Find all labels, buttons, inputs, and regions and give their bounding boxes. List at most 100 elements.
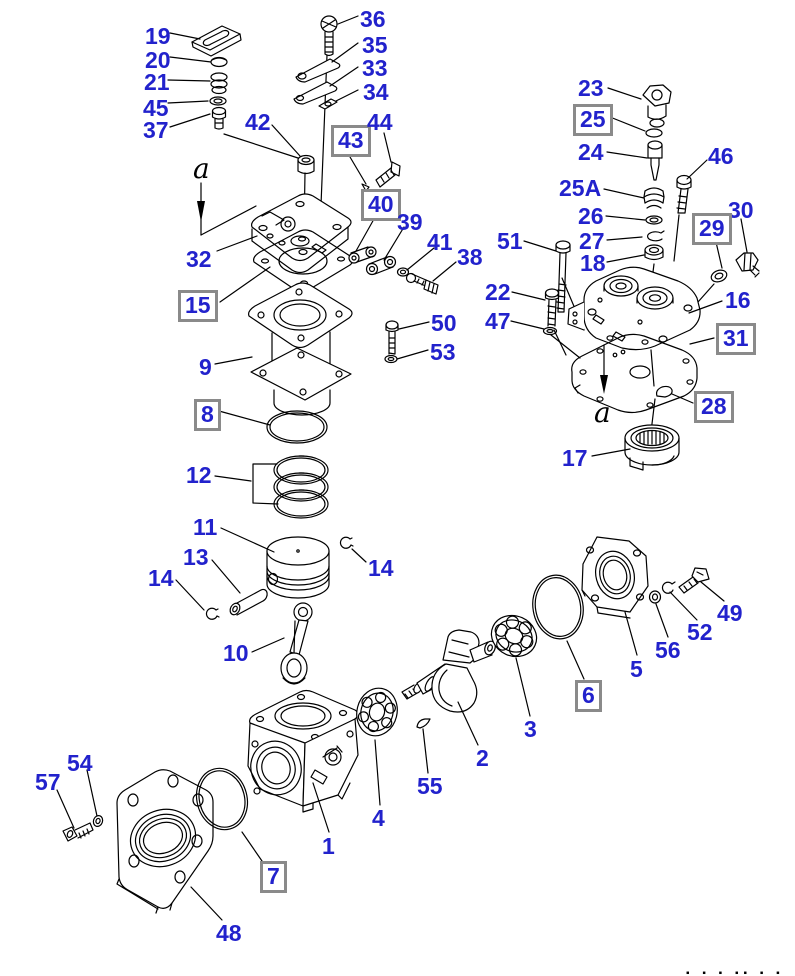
callout-55[interactable]: 55 <box>417 773 443 799</box>
part-21-spring-drawing <box>211 73 227 94</box>
callout-10[interactable]: 10 <box>223 640 249 666</box>
callout-46[interactable]: 46 <box>708 143 734 169</box>
callout-41[interactable]: 41 <box>427 229 453 255</box>
callout-20[interactable]: 20 <box>145 47 171 73</box>
part-22-bolt-drawing <box>546 289 559 326</box>
callout-26[interactable]: 26 <box>578 203 604 229</box>
part-25A-spring-drawing <box>644 188 664 208</box>
callout-34[interactable]: 34 <box>363 79 389 105</box>
part-53-washer-drawing <box>385 356 397 363</box>
part-54-washer-drawing <box>92 814 104 827</box>
part-44-bolt-drawing <box>376 162 400 187</box>
part-26-washer-drawing <box>646 216 662 224</box>
callout-30[interactable]: 30 <box>728 197 754 223</box>
part-17-bushing-drawing <box>625 425 679 470</box>
callout-33[interactable]: 33 <box>362 55 388 81</box>
part-56-washer-drawing <box>650 591 661 603</box>
part-20-diaphragm-drawing <box>211 58 227 67</box>
callout-3[interactable]: 3 <box>524 716 537 742</box>
callout-57[interactable]: 57 <box>35 769 61 795</box>
callout-54[interactable]: 54 <box>67 750 93 776</box>
callout-49[interactable]: 49 <box>717 600 743 626</box>
callout-7-boxed[interactable]: 7 <box>260 861 287 893</box>
callout-12[interactable]: 12 <box>186 462 212 488</box>
callout-36[interactable]: 36 <box>360 6 386 32</box>
callout-52[interactable]: 52 <box>687 619 713 645</box>
part-55-key-drawing <box>417 719 430 728</box>
part-34-seat-drawing <box>319 99 337 109</box>
callout-44[interactable]: 44 <box>367 109 393 135</box>
callout-25-boxed[interactable]: 25 <box>573 104 613 136</box>
part-41-nut-drawing <box>398 268 409 276</box>
part-16-head-drawing <box>568 267 700 349</box>
part-23-plug-drawing <box>643 85 671 127</box>
part-18-collar-drawing <box>645 245 663 260</box>
part-8-oring-drawing <box>267 411 327 443</box>
part-42-spacer-drawing <box>298 156 314 174</box>
callout-31-boxed[interactable]: 31 <box>716 323 756 355</box>
part-4-bearing-drawing <box>352 684 402 740</box>
part-37-valve-bolt-drawing <box>213 108 226 130</box>
part-52-lock-washer-drawing <box>662 582 675 593</box>
part-32-cylinder-head-drawing <box>252 194 351 273</box>
callout-38[interactable]: 38 <box>457 244 483 270</box>
part-14-snap-ring-left-drawing <box>206 608 219 619</box>
part-28-pin-drawing <box>657 386 673 397</box>
callout-28-boxed[interactable]: 28 <box>694 391 734 423</box>
part-33-reed-plate-drawing <box>294 82 337 104</box>
part-38-fitting-drawing <box>407 274 439 295</box>
part-13-piston-pin-drawing <box>228 589 267 616</box>
callout-53[interactable]: 53 <box>430 339 456 365</box>
callout-19[interactable]: 19 <box>145 23 171 49</box>
callout-37[interactable]: 37 <box>143 117 169 143</box>
callout-14-right[interactable]: 14 <box>368 555 394 581</box>
callout-4[interactable]: 4 <box>372 805 385 831</box>
part-50-bolt-drawing <box>386 321 398 354</box>
callout-48[interactable]: 48 <box>216 920 242 946</box>
part-57-bolt-drawing <box>63 823 93 841</box>
section-marker-a-right-arrow <box>600 345 608 394</box>
callout-18[interactable]: 18 <box>580 250 606 276</box>
callout-13[interactable]: 13 <box>183 544 209 570</box>
part-46-bolt-drawing <box>677 176 691 214</box>
callout-35[interactable]: 35 <box>362 32 388 58</box>
part-7-oring-drawing <box>190 763 254 836</box>
callout-6-boxed[interactable]: 6 <box>575 680 602 712</box>
callout-15-boxed[interactable]: 15 <box>178 290 218 322</box>
callout-56[interactable]: 56 <box>655 637 681 663</box>
callout-1[interactable]: 1 <box>322 833 335 859</box>
callout-23[interactable]: 23 <box>578 75 604 101</box>
section-marker-a-left: a <box>193 152 210 185</box>
callout-47[interactable]: 47 <box>485 308 511 334</box>
callout-17[interactable]: 17 <box>562 445 588 471</box>
part-5-end-cover-drawing <box>582 537 648 618</box>
part-25-gasket-drawing <box>646 129 662 137</box>
callout-11[interactable]: 11 <box>193 514 218 540</box>
callout-27[interactable]: 27 <box>579 228 605 254</box>
callout-9[interactable]: 9 <box>199 354 212 380</box>
callout-43-boxed[interactable]: 43 <box>331 125 371 157</box>
part-10-connecting-rod-drawing <box>281 603 312 684</box>
callout-25A[interactable]: 25A <box>559 175 602 201</box>
callout-29-boxed[interactable]: 29 <box>692 213 732 245</box>
callout-32[interactable]: 32 <box>186 246 212 272</box>
callout-24[interactable]: 24 <box>578 139 604 165</box>
callout-14-left[interactable]: 14 <box>148 565 174 591</box>
callout-40-boxed[interactable]: 40 <box>361 189 401 221</box>
callout-51[interactable]: 51 <box>497 228 523 254</box>
part-14-snap-ring-right-drawing <box>340 537 353 548</box>
callout-21[interactable]: 21 <box>144 69 170 95</box>
callout-42[interactable]: 42 <box>245 109 271 135</box>
callout-16[interactable]: 16 <box>725 287 751 313</box>
callout-50[interactable]: 50 <box>431 310 457 336</box>
section-marker-a-right: a <box>594 396 611 429</box>
callout-8-boxed[interactable]: 8 <box>194 399 221 431</box>
callout-2[interactable]: 2 <box>476 745 489 771</box>
callout-39[interactable]: 39 <box>397 209 423 235</box>
callout-22[interactable]: 22 <box>485 279 511 305</box>
part-45-washer-drawing <box>210 97 226 105</box>
callout-45[interactable]: 45 <box>143 95 169 121</box>
callout-5[interactable]: 5 <box>630 656 643 682</box>
